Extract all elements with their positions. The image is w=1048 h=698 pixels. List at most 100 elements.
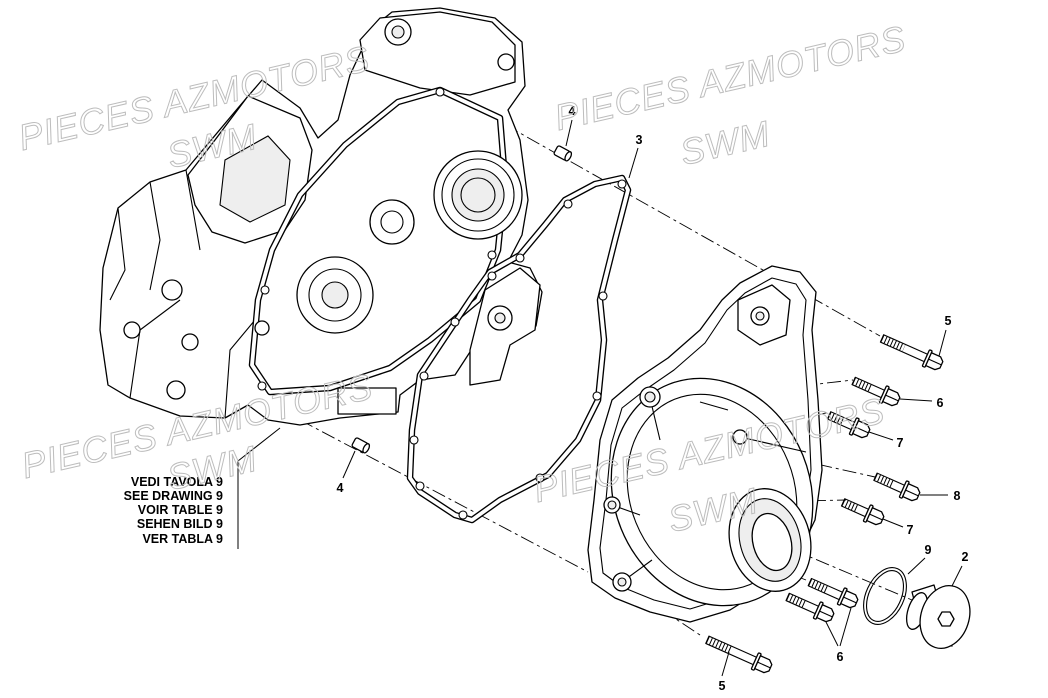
engine-side-cover <box>587 265 823 623</box>
bolt-7-upper <box>826 411 871 439</box>
cylinder-opening <box>219 135 291 223</box>
reference-note: VEDI TAVOLA 9 SEE DRAWING 9 VOIR TABLE 9… <box>124 475 223 546</box>
bolt-6-upper <box>851 376 901 407</box>
bolt-8 <box>873 472 921 502</box>
callout-dowel-top: 4 <box>569 104 576 118</box>
callout-bolt-5-bottom: 5 <box>719 679 726 693</box>
o-ring <box>863 567 907 625</box>
leader-bolt-5-top <box>938 329 947 357</box>
bolt-thread <box>808 578 830 594</box>
bolt-thread <box>880 335 906 352</box>
o-ring-inner <box>865 570 905 622</box>
gasket-hole-6 <box>419 371 429 381</box>
bolt-hex-edge <box>819 610 833 618</box>
bolt-shaft <box>807 577 844 601</box>
crank-bore-center <box>321 281 349 309</box>
case-boss-c <box>123 321 141 339</box>
bolt-5-top <box>879 334 944 371</box>
callout-bolt-6-lower: 6 <box>837 650 844 664</box>
case-boss-d <box>166 380 186 400</box>
leader-cap <box>951 565 963 587</box>
callout-bolt-7-lower: 7 <box>907 523 914 537</box>
bolt-shaft <box>840 498 870 518</box>
bolt-hex-edge <box>928 358 942 366</box>
gasket-hole-10 <box>535 473 545 483</box>
callout-cap: 2 <box>962 550 969 564</box>
dowel-pin-top-end <box>564 151 573 162</box>
top-boss-hole-inner <box>755 311 765 321</box>
cover-boss-left-top-hole <box>644 391 656 403</box>
crankcase-lower-plate <box>337 387 397 415</box>
cover-boss-bottom-hole <box>617 577 627 587</box>
gasket-hole-5 <box>450 317 460 327</box>
bolt-hex-edge <box>885 394 899 402</box>
case-boss-b <box>181 333 199 351</box>
bolt-6-lower-a <box>807 577 859 609</box>
gasket-hole-11 <box>592 391 602 401</box>
leader-reference-note <box>237 427 281 549</box>
gasket-face <box>408 176 630 522</box>
crankcase-outline <box>99 7 543 426</box>
gasket-hole-12 <box>598 291 608 301</box>
bolt-hex-edge <box>855 426 869 434</box>
reference-note-line-de: SEHEN BILD 9 <box>137 517 223 531</box>
top-block-bolt-hole <box>497 53 515 71</box>
callout-bolt-7-upper: 7 <box>897 436 904 450</box>
top-block-boss-hole <box>391 25 405 39</box>
crankcase-left-edges <box>109 169 256 419</box>
gasket-hole-4 <box>487 271 497 281</box>
gasket-hole-9 <box>458 510 468 520</box>
callout-bolt-6-upper: 6 <box>937 396 944 410</box>
callout-gasket: 3 <box>636 133 643 147</box>
bolt-shaft <box>785 592 820 615</box>
leader-bolt-7-lower <box>882 518 904 528</box>
flange-hole-d <box>487 250 497 260</box>
watermark-make-top-right: SWM <box>676 113 774 173</box>
side-cover-ribs <box>611 397 807 583</box>
leader-gasket <box>628 147 639 179</box>
reference-note-line-it: VEDI TAVOLA 9 <box>131 475 223 489</box>
o-ring-outer <box>863 567 907 625</box>
callout-dowel-bottom: 4 <box>337 481 344 495</box>
stator-dome-inner <box>626 393 798 591</box>
bolt-thread <box>786 593 806 608</box>
dowel-pin-top <box>553 145 573 162</box>
crank-access-cap <box>905 584 971 649</box>
bearing-bore <box>451 168 505 222</box>
bolt-thread <box>852 377 872 392</box>
cover-boss-left-hole <box>607 500 617 510</box>
cover-boss-mid <box>732 429 748 445</box>
axis-bolt-5-bottom <box>619 581 704 638</box>
leader-dowel-bottom <box>342 450 356 479</box>
bolt-7-lower <box>840 498 885 526</box>
bearing-housing-ring <box>441 158 515 232</box>
axis-bolt-8 <box>744 447 876 478</box>
dowel-pin-bottom <box>351 437 371 454</box>
gasket-hole-3 <box>515 253 525 263</box>
callouts: 4 3 4 5 6 7 8 7 9 2 6 5 <box>337 104 969 693</box>
gasket-hole-2 <box>563 199 573 209</box>
flange-hole-a <box>435 87 445 97</box>
dowel-pin-bottom-end <box>362 443 371 454</box>
bolt-hex-edge <box>905 489 919 497</box>
leader-bolt-6-upper <box>899 398 933 402</box>
gasket-hole-1 <box>617 179 627 189</box>
bolt-6-lower-b <box>785 592 835 623</box>
callout-o-ring: 9 <box>925 543 932 557</box>
bolt-5-bottom <box>705 635 773 674</box>
cover-gasket <box>406 174 632 524</box>
reference-note-line-en: SEE DRAWING 9 <box>124 489 223 503</box>
leader-bolt-6-lower-b <box>825 621 839 647</box>
case-boss-a <box>161 279 183 301</box>
crankcase <box>99 7 543 426</box>
bearing-bore-inner <box>460 177 496 213</box>
reference-note-line-fr: VOIR TABLE 9 <box>138 503 223 517</box>
bolt-hex-edge <box>843 596 857 604</box>
bolt-thread <box>874 473 894 488</box>
leader-bolt-5-bottom <box>721 651 730 677</box>
case-boss-e <box>254 320 270 336</box>
leader-bolt-6-lower-a <box>839 607 852 647</box>
gasket-hole-8 <box>415 481 425 491</box>
flange-hole-c <box>260 285 270 295</box>
